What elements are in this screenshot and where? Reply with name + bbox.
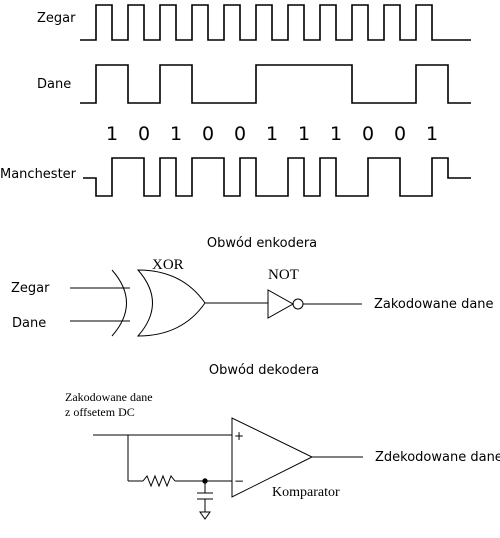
not-gate-symbol bbox=[267, 289, 295, 319]
encoder-title: Obwód enkodera bbox=[207, 236, 317, 251]
encoder-clock-input-label: Zegar bbox=[11, 281, 50, 296]
clock-label: Zegar bbox=[37, 11, 76, 26]
bit-label: 1 bbox=[298, 123, 310, 145]
bit-label: 0 bbox=[138, 123, 150, 145]
bit-sequence: 1 0 1 0 0 1 1 1 0 0 1 bbox=[106, 123, 438, 145]
not-label: NOT bbox=[268, 267, 299, 283]
comparator-minus-sign: − bbox=[234, 474, 244, 488]
data-label: Dane bbox=[37, 77, 71, 92]
comparator-plus-sign: + bbox=[234, 429, 244, 443]
bit-label: 1 bbox=[266, 123, 278, 145]
encoder-output-label: Zakodowane dane bbox=[374, 297, 494, 312]
bit-label: 0 bbox=[394, 123, 406, 145]
decoder-title: Obwód dekodera bbox=[209, 363, 319, 378]
resistor-symbol bbox=[142, 474, 176, 488]
bit-label: 0 bbox=[362, 123, 374, 145]
bit-label: 1 bbox=[330, 123, 342, 145]
bit-label: 1 bbox=[106, 123, 118, 145]
comparator-symbol bbox=[231, 417, 314, 498]
decoder-output-label: Zdekodowane dane bbox=[375, 450, 500, 465]
timing-diagram: Zegar Dane 1 0 1 0 0 1 1 1 0 0 1 Manches… bbox=[0, 4, 471, 197]
bit-label: 1 bbox=[426, 123, 438, 145]
bit-label: 0 bbox=[202, 123, 214, 145]
encoder-data-input-label: Dane bbox=[12, 316, 46, 331]
xor-label: XOR bbox=[152, 257, 184, 273]
bit-label: 1 bbox=[170, 123, 182, 145]
xor-gate-extra-arc bbox=[111, 269, 127, 337]
ground-symbol bbox=[199, 511, 211, 520]
manchester-waveform bbox=[83, 157, 471, 197]
manchester-label: Manchester bbox=[0, 167, 77, 182]
clock-waveform bbox=[80, 4, 471, 41]
decoder-circuit: Obwód dekodera Zakodowane dane z offsete… bbox=[65, 363, 500, 520]
bit-label: 0 bbox=[234, 123, 246, 145]
decoder-input-label-line2: z offsetem DC bbox=[65, 405, 135, 419]
decoder-input-label-line1: Zakodowane dane bbox=[65, 390, 153, 404]
xor-gate-symbol bbox=[136, 269, 206, 337]
encoder-circuit: Obwód enkodera XOR NOT Zegar Dane Zakodo… bbox=[11, 236, 494, 337]
comparator-label: Komparator bbox=[272, 485, 340, 500]
data-waveform bbox=[80, 64, 471, 104]
not-gate-bubble bbox=[292, 298, 304, 310]
